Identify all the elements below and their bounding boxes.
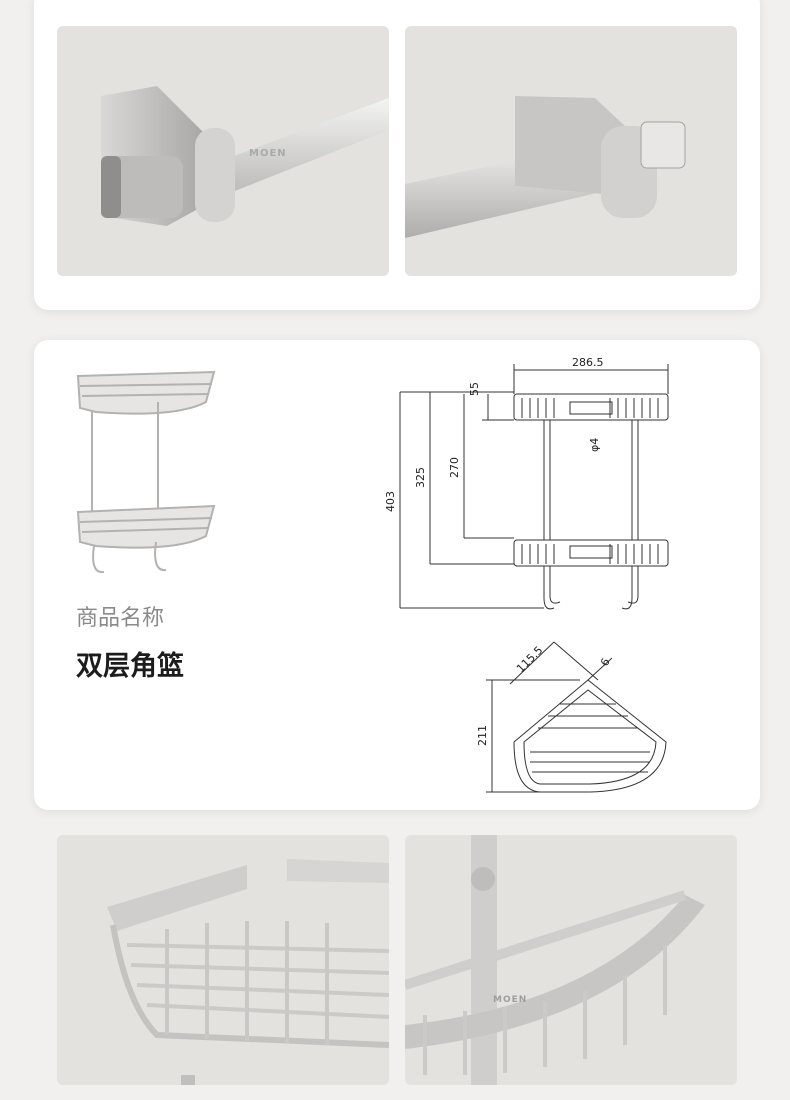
brand-logo: MOEN [249,148,287,159]
technical-drawing: 286.5 55 φ4 270 325 403 115.5 6 211 [380,350,710,800]
photo-basket-right: MOEN [405,835,737,1085]
dim-total-height: 403 [384,491,397,512]
dim-hook-height: 325 [414,467,427,488]
dim-front-width: 286.5 [572,356,604,369]
photo-bracket-left: MOEN [57,26,389,276]
product-name-label: 商品名称 [76,606,165,631]
brand-logo-bottom: MOEN [493,995,528,1005]
dim-rod-diameter: φ4 [588,437,601,452]
photo-bracket-right [405,26,737,276]
spec-card [34,340,760,810]
dim-depth: 211 [476,725,489,746]
product-name-value: 双层角篮 [76,651,184,682]
dim-top-height: 55 [468,382,481,396]
product-thumbnail [66,362,226,586]
dim-shelf-gap: 270 [448,457,461,478]
photo-basket-left [57,835,389,1085]
